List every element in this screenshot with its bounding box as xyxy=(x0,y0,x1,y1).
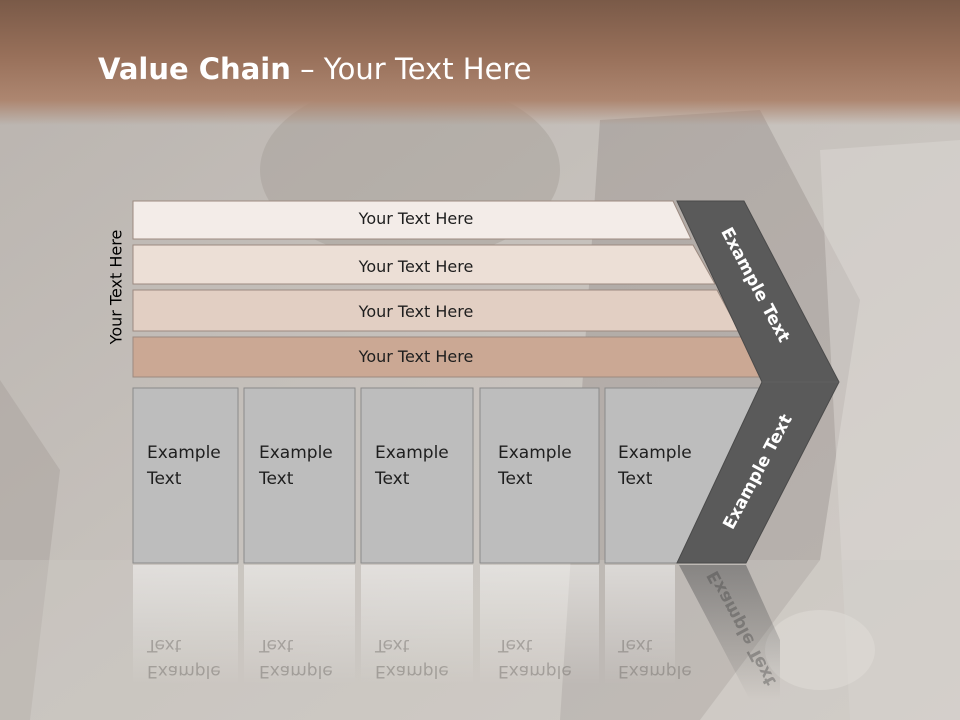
column-box-4[interactable] xyxy=(479,387,600,564)
column-label-2-line1: Example xyxy=(259,443,333,463)
title-rest: – Your Text Here xyxy=(290,52,532,86)
column-label-5: Example Text xyxy=(618,440,692,492)
reflection-label-2-line1: Example xyxy=(259,661,333,681)
reflection-label-2: Example Text xyxy=(259,632,333,684)
column-label-3: Example Text xyxy=(375,440,449,492)
reflection-label-1-line1: Example xyxy=(147,661,221,681)
reflection-label-2-line2: Text xyxy=(259,635,294,655)
row-label-3: Your Text Here xyxy=(358,302,474,321)
row-bar-2[interactable] xyxy=(132,244,716,285)
column-label-1-line1: Example xyxy=(147,443,221,463)
column-label-4-line1: Example xyxy=(498,443,572,463)
column-label-5-line1: Example xyxy=(618,443,692,463)
reflection-label-4-line1: Example xyxy=(498,661,572,681)
reflection-label-3-line1: Example xyxy=(375,661,449,681)
column-box-1[interactable] xyxy=(132,387,239,564)
reflection-label-5: Example Text xyxy=(618,632,692,684)
column-label-4-line2: Text xyxy=(498,469,533,489)
reflection xyxy=(133,565,780,700)
reflection-label-1-line2: Text xyxy=(147,635,182,655)
slide-title[interactable]: Value Chain – Your Text Here xyxy=(98,52,532,86)
row-label-1: Your Text Here xyxy=(358,209,474,228)
column-label-2-line2: Text xyxy=(259,469,294,489)
row-label-4: Your Text Here xyxy=(358,347,474,366)
column-label-5-line2: Text xyxy=(618,469,653,489)
row-label-2: Your Text Here xyxy=(358,257,474,276)
reflection-label-4-line2: Text xyxy=(498,635,533,655)
reflection-label-5-line2: Text xyxy=(618,635,653,655)
column-label-1: Example Text xyxy=(147,440,221,492)
column-label-3-line2: Text xyxy=(375,469,410,489)
column-box-2[interactable] xyxy=(243,387,356,564)
column-label-3-line1: Example xyxy=(375,443,449,463)
column-label-2: Example Text xyxy=(259,440,333,492)
title-bar xyxy=(0,0,960,125)
row-bar-1[interactable] xyxy=(132,200,692,240)
reflection-label-5-line1: Example xyxy=(618,661,692,681)
column-label-4: Example Text xyxy=(498,440,572,492)
reflection-label-4: Example Text xyxy=(498,632,572,684)
reflection-label-3-line2: Text xyxy=(375,635,410,655)
reflection-label-1: Example Text xyxy=(147,632,221,684)
title-bold: Value Chain xyxy=(98,52,291,86)
column-box-3[interactable] xyxy=(360,387,474,564)
reflection-label-3: Example Text xyxy=(375,632,449,684)
chevron-arrow[interactable] xyxy=(676,200,840,564)
column-label-1-line2: Text xyxy=(147,469,182,489)
